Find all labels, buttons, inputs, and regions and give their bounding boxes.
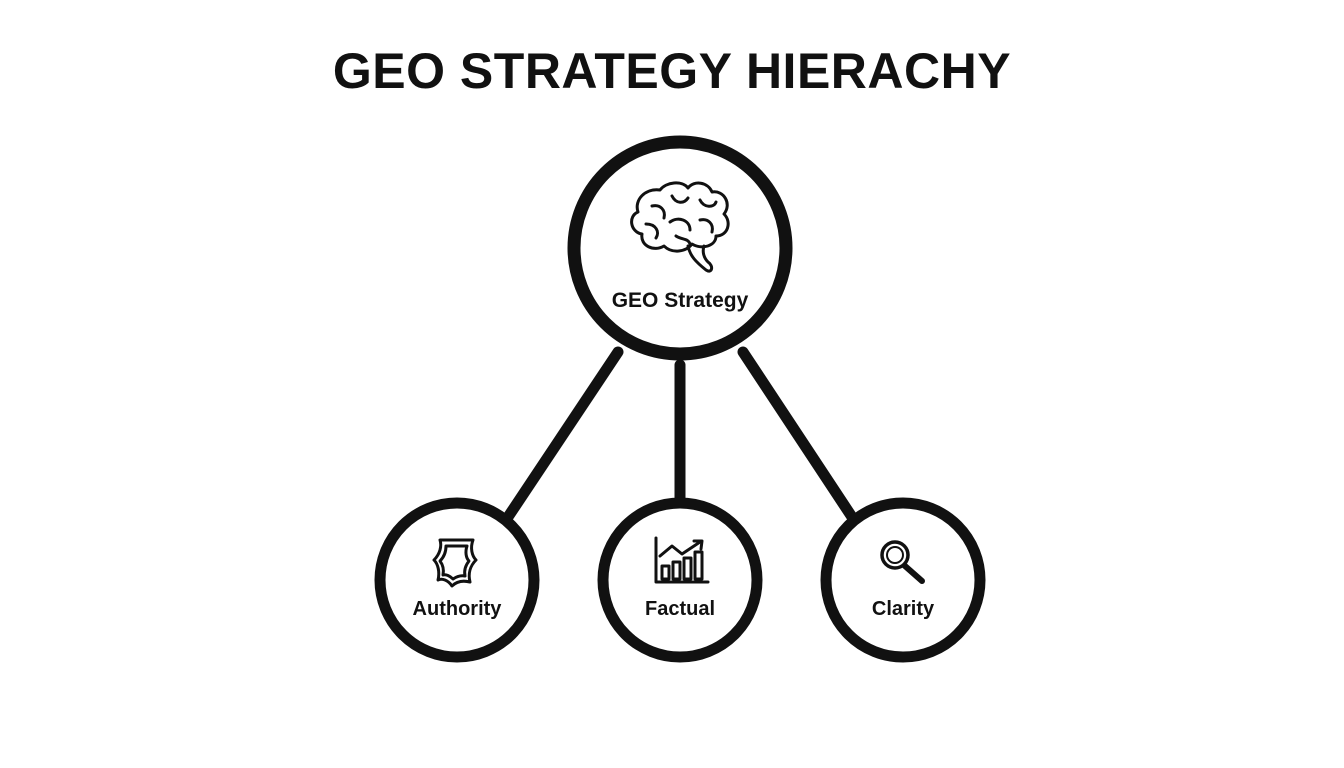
child-label-clarity: Clarity — [872, 598, 935, 620]
connector-clarity — [737, 346, 858, 523]
brain-icon — [630, 181, 730, 273]
child-label-authority: Authority — [413, 598, 503, 620]
magnifier-icon — [880, 540, 925, 584]
bar-chart-trend-icon — [654, 536, 710, 584]
child-node-clarity: Clarity — [820, 497, 986, 663]
root-node: GEO Strategy — [567, 135, 793, 361]
connector-authority — [502, 346, 624, 523]
root-label: GEO Strategy — [612, 289, 749, 312]
shield-icon — [432, 538, 478, 588]
child-node-factual: Factual — [597, 497, 763, 663]
child-node-authority: Authority — [374, 497, 540, 663]
diagram-title: GEO STRATEGY HIERACHY — [332, 43, 1012, 99]
child-label-factual: Factual — [645, 598, 715, 620]
